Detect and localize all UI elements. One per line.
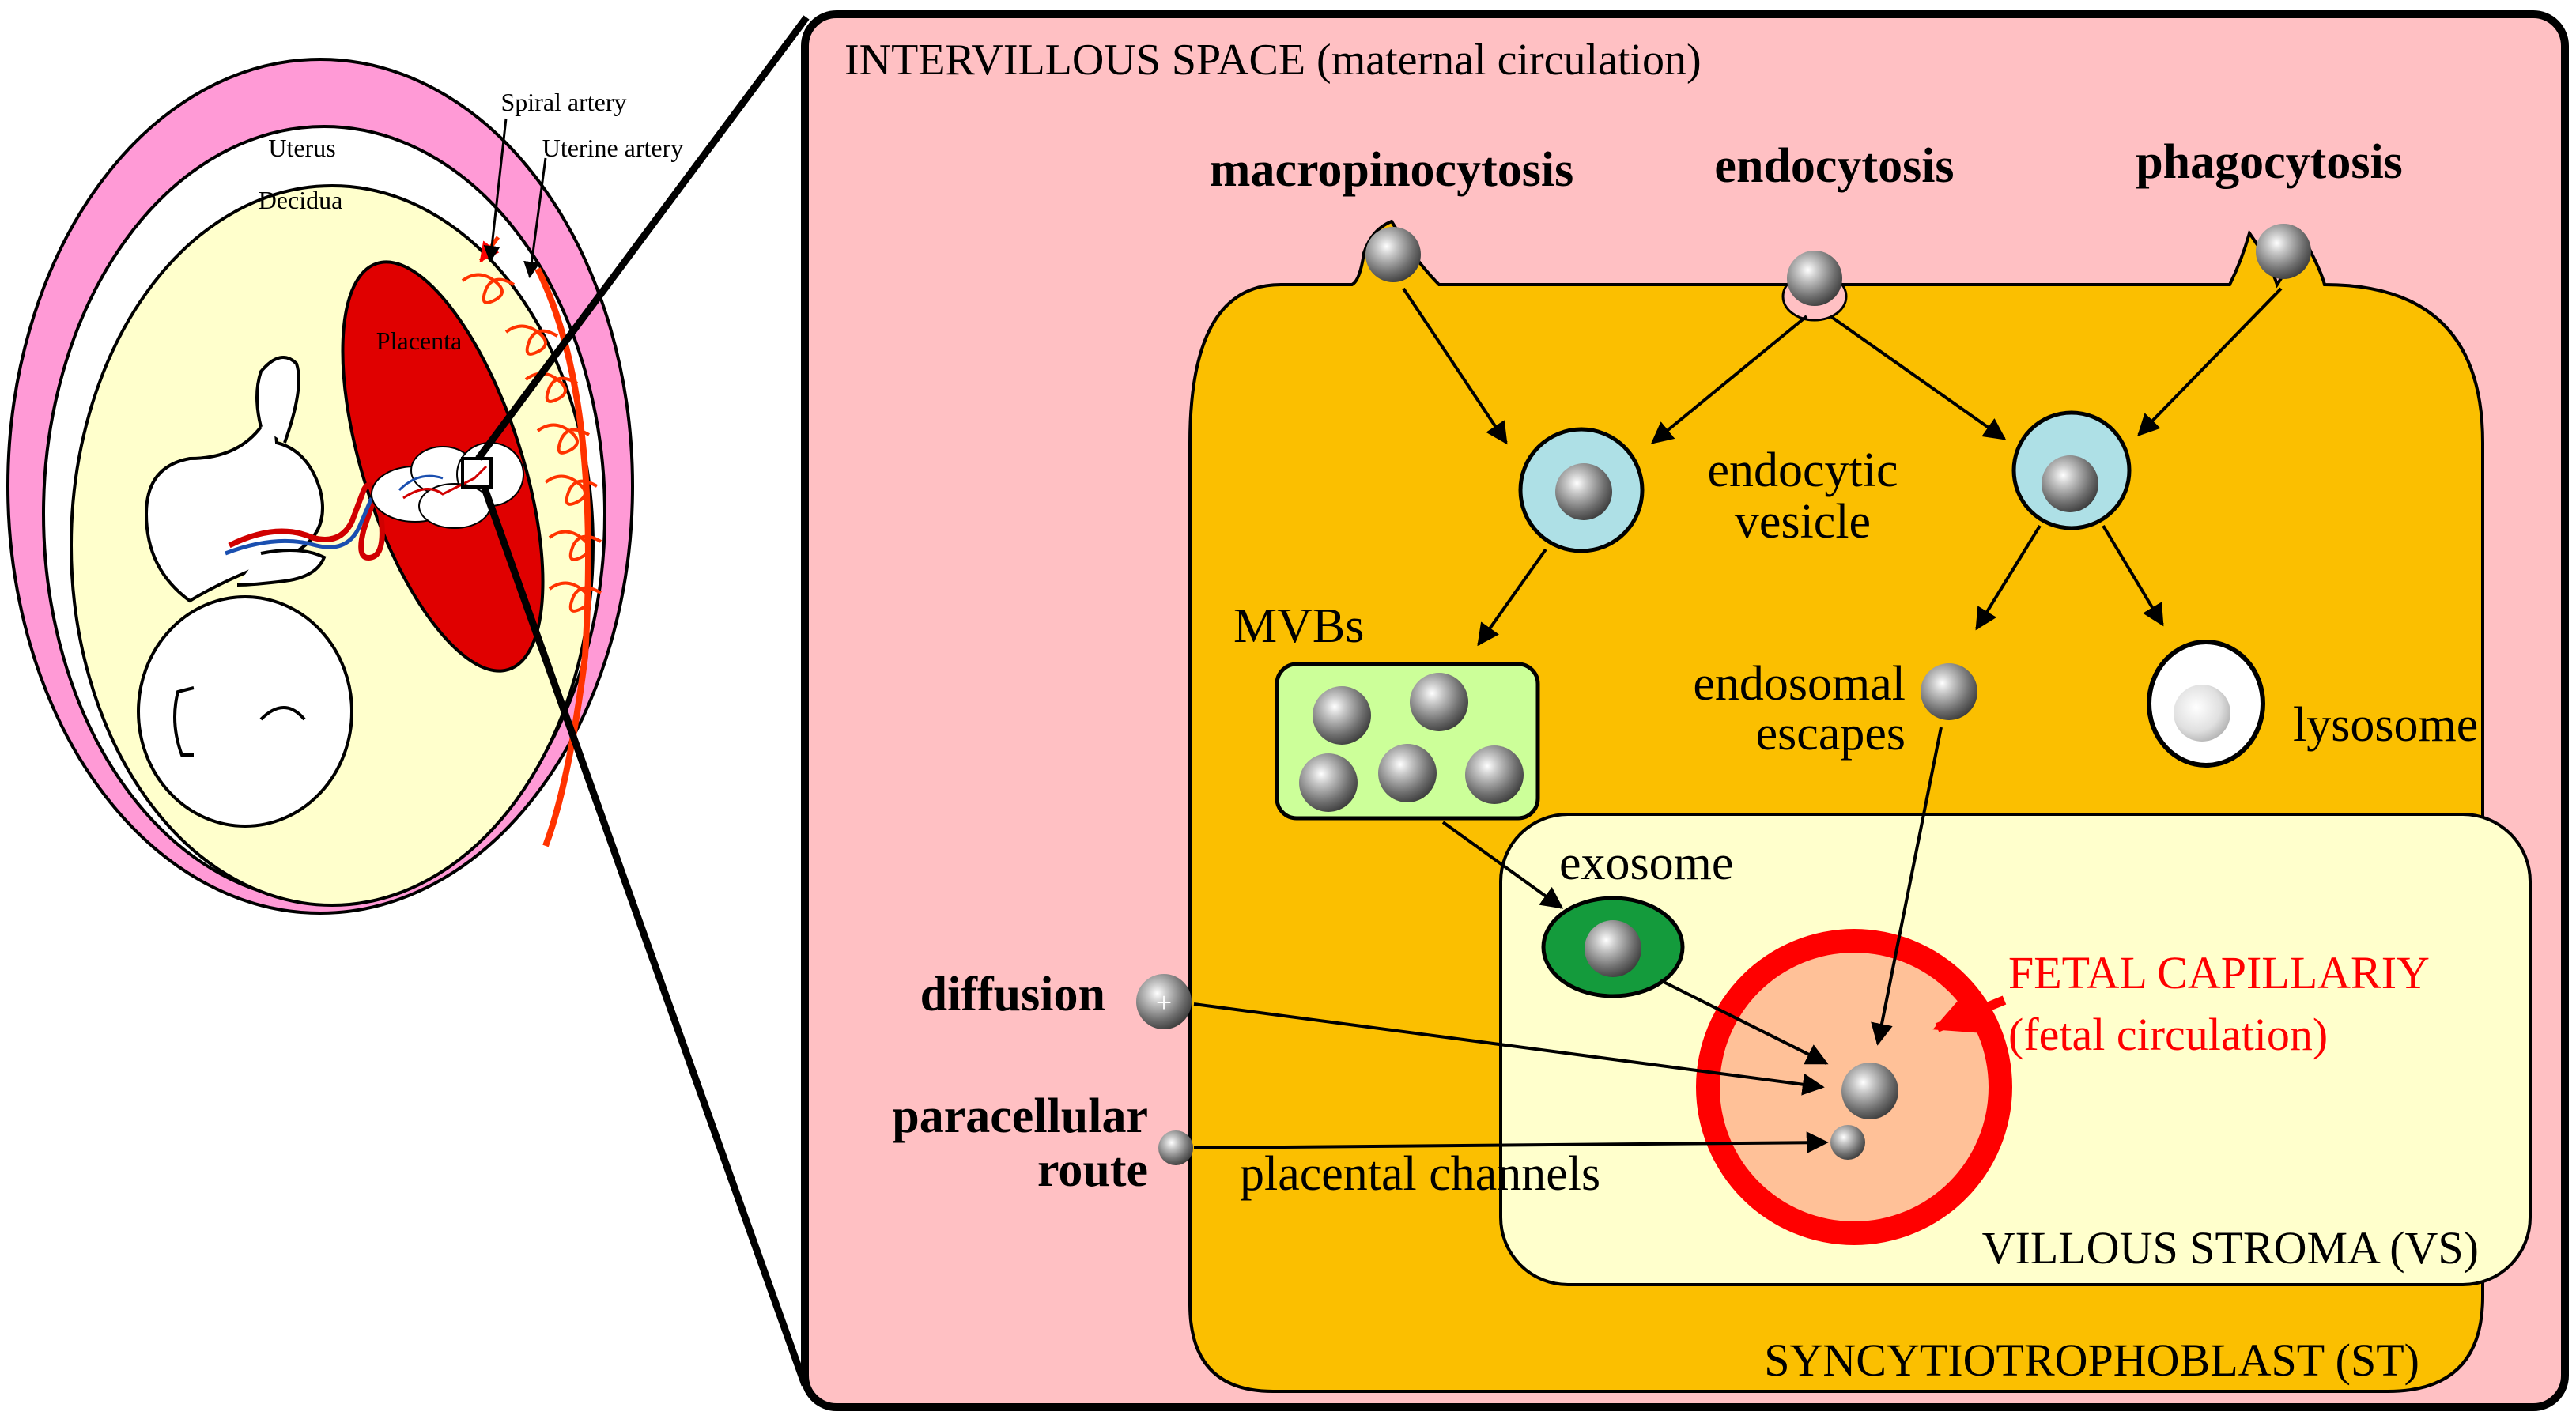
paracellular-route-label-2: route <box>1037 1143 1148 1197</box>
particle-macropinocytosis <box>1365 227 1421 282</box>
umbilical-cord-blue <box>225 497 374 556</box>
particle-lysosome <box>2174 685 2230 742</box>
particle-mvb-4 <box>1378 744 1437 802</box>
particle-endocytosis <box>1787 251 1842 306</box>
particle-phagocytosis <box>2256 224 2311 279</box>
particle-diffusion <box>1136 974 1192 1029</box>
fetus-arm <box>255 356 300 444</box>
arrow-escape-to-capillary <box>1871 727 1943 1046</box>
zoom-panel: + INTERVILLOUS SPACE (maternal circulati… <box>801 10 2569 1411</box>
pathway-arrows <box>1193 287 2283 1154</box>
particle-capillary-small <box>1830 1125 1865 1160</box>
decidua-label: Decidua <box>259 186 343 214</box>
arrow-endo-to-right-vesicle <box>1829 315 2007 440</box>
particles: + <box>1136 224 2311 1165</box>
exosome-label: exosome <box>1559 836 1733 890</box>
placental-villi <box>371 442 524 529</box>
arrow-paracellular-to-capillary <box>1193 1131 1829 1154</box>
particle-mvb-2 <box>1410 673 1468 731</box>
particle-vesicle-left <box>1555 463 1612 520</box>
arrow-diffusion-to-capillary <box>1193 1002 1825 1096</box>
syncytiotrophoblast-label: SYNCYTIOTROPHOBLAST (ST) <box>1764 1334 2419 1386</box>
intervillous-space-label: INTERVILLOUS SPACE (maternal circulation… <box>844 36 1702 85</box>
spiral-artery-label: Spiral artery <box>500 88 626 116</box>
lysosome-label: lysosome <box>2293 698 2478 752</box>
fetus-eye <box>173 686 195 757</box>
villous-stroma-label: VILLOUS STROMA (VS) <box>1982 1222 2479 1274</box>
zoom-line-bottom <box>480 485 809 1387</box>
zoom-line-top <box>475 15 810 461</box>
particle-vesicle-right <box>2042 455 2098 512</box>
endocytic-vesicle-label-1: endocytic <box>1707 444 1898 497</box>
arrow-exosome-to-capillary <box>1660 979 1829 1065</box>
fetal-capillary-label-1: FETAL CAPILLARIY <box>2008 947 2430 998</box>
particle-paracellular <box>1158 1130 1193 1165</box>
endocytic-vesicle-label-2: vesicle <box>1735 495 1871 549</box>
diffusion-plus-sign: + <box>1156 987 1172 1018</box>
fetus <box>137 356 444 828</box>
particle-endosomal-escape <box>1921 663 1977 720</box>
mvbs-label: MVBs <box>1233 599 1364 653</box>
placental-channels-label: placental channels <box>1240 1147 1600 1201</box>
endocytosis-label: endocytosis <box>1714 139 1954 193</box>
particle-mvb-1 <box>1313 686 1371 745</box>
arrow-vesicle-to-mvb <box>1477 548 1547 647</box>
arrow-macropino-to-vesicle <box>1402 287 1508 445</box>
fetus-leg <box>236 549 327 587</box>
spiral-arteries <box>461 273 602 613</box>
uterine-artery-pointer <box>523 157 547 279</box>
diffusion-label: diffusion <box>920 968 1105 1021</box>
placenta-label: Placenta <box>376 326 462 355</box>
fetus-head <box>137 595 353 828</box>
fetal-capillary-pointer <box>1932 989 2007 1034</box>
arrow-phago-to-vesicle <box>2137 287 2283 437</box>
paracellular-route-label-1: paracellular <box>892 1089 1148 1143</box>
arrow-mvb-to-exosome <box>1441 821 1564 909</box>
fetus-mouth <box>259 706 306 721</box>
particle-exosome <box>1585 920 1641 977</box>
arrow-endo-to-left-vesicle <box>1650 315 1808 444</box>
arrow-vesicle-to-lysosome <box>2102 524 2164 627</box>
phagocytosis-label: phagocytosis <box>2136 135 2403 189</box>
uterus-label: Uterus <box>268 134 335 162</box>
fetal-capillary-label-2: (fetal circulation) <box>2008 1009 2328 1060</box>
endosomal-escapes-label-1: endosomal <box>1693 657 1906 711</box>
spiral-artery-leader <box>483 118 508 263</box>
endosomal-escapes-label-2: escapes <box>1756 707 1906 761</box>
uterine-artery-label: Uterine artery <box>542 134 684 162</box>
uterus-overview: Uterus Decidua Placenta Spiral artery Ut… <box>6 58 684 915</box>
particle-mvb-5 <box>1465 745 1524 804</box>
particle-capillary-large <box>1841 1063 1898 1119</box>
macropinocytosis-label: macropinocytosis <box>1210 143 1573 197</box>
arrow-vesicle-to-escape <box>1975 524 2042 631</box>
particle-mvb-3 <box>1299 753 1358 812</box>
zoom-box <box>461 457 493 489</box>
